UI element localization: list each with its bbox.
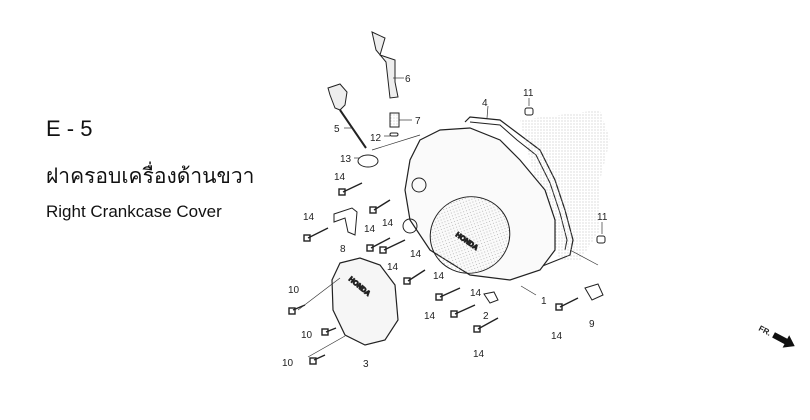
- callout-2: 2: [483, 311, 489, 322]
- callout-7: 7: [415, 116, 421, 127]
- callout-11: 11: [597, 212, 608, 223]
- callout-11: 11: [523, 88, 534, 99]
- callout-14: 14: [473, 349, 485, 360]
- callout-13: 13: [340, 154, 352, 165]
- callout-14: 14: [382, 218, 394, 229]
- callout-14: 14: [303, 212, 315, 223]
- front-marker: FR.: [757, 324, 773, 338]
- callout-14: 14: [334, 172, 346, 183]
- callout-14: 14: [364, 224, 376, 235]
- section-code: E - 5: [46, 116, 93, 141]
- callout-9: 9: [589, 319, 595, 330]
- callout-14: 14: [433, 271, 445, 282]
- spring: [389, 112, 400, 128]
- callout-10: 10: [282, 358, 294, 369]
- dipstick: [327, 83, 348, 111]
- callout-10: 10: [301, 330, 313, 341]
- callout-6: 6: [405, 74, 411, 85]
- bracket: [333, 207, 358, 236]
- callout-14: 14: [424, 311, 436, 322]
- shaft: [371, 31, 399, 99]
- callout-4: 4: [482, 98, 488, 109]
- clutch-cover: [331, 257, 399, 346]
- callout-8: 8: [340, 244, 346, 255]
- callout-3: 3: [363, 359, 369, 370]
- callout-12: 12: [370, 133, 382, 144]
- callouts: 1 2 3 4 5 6 7 8 9 10 10 10 11 11 12 13 1…: [282, 74, 608, 370]
- title-thai: ฝาครอบเครื่องด้านขวา: [46, 165, 255, 188]
- callout-14: 14: [387, 262, 399, 273]
- callout-10: 10: [288, 285, 300, 296]
- callout-14: 14: [551, 331, 563, 342]
- front-arrow-icon: FR.: [757, 324, 795, 348]
- callout-5: 5: [334, 124, 340, 135]
- title-english: Right Crankcase Cover: [46, 202, 222, 221]
- callout-14: 14: [470, 288, 482, 299]
- callout-14: 14: [410, 249, 422, 260]
- callout-1: 1: [541, 296, 547, 307]
